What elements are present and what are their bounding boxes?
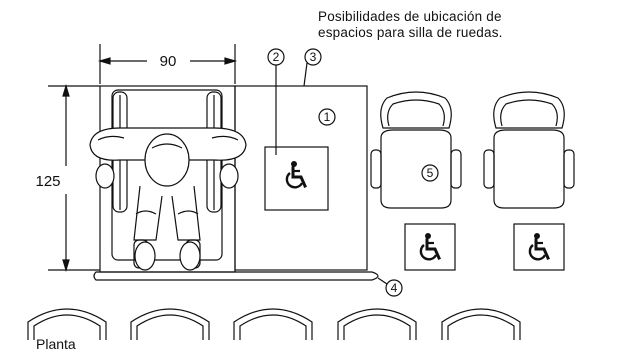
callout-2: 2 <box>267 48 285 155</box>
floor-edge-rail <box>93 271 379 281</box>
drawing-label: Planta <box>36 336 76 352</box>
theater-seat-icon <box>370 91 462 209</box>
svg-text:4: 4 <box>391 281 398 295</box>
svg-text:1: 1 <box>324 110 331 124</box>
caption-line-1: Posibilidades de ubicación de <box>318 9 502 24</box>
svg-text:3: 3 <box>310 50 317 64</box>
accessibility-symbol-icon <box>404 223 456 271</box>
rear-seat-row <box>27 308 521 341</box>
svg-text:2: 2 <box>273 50 280 64</box>
wheelchair-user-topview-icon <box>89 89 247 271</box>
dimension-depth: 125 <box>35 83 100 273</box>
width-dimension-label: 90 <box>160 53 177 70</box>
callout-5: 5 <box>421 164 439 182</box>
callout-1: 1 <box>318 108 336 126</box>
caption: Posibilidades de ubicación de espacios p… <box>318 9 614 41</box>
callout-3: 3 <box>303 48 322 87</box>
theater-seat-icon <box>483 91 575 209</box>
accessibility-symbol-icon <box>264 146 329 211</box>
caption-line-2: espacios para silla de ruedas. <box>318 25 503 40</box>
svg-text:5: 5 <box>427 166 434 180</box>
accessibility-symbol-icon <box>513 223 565 271</box>
callout-4: 4 <box>377 277 403 297</box>
depth-dimension-label: 125 <box>35 173 60 190</box>
dimension-width: 90 <box>97 44 238 84</box>
